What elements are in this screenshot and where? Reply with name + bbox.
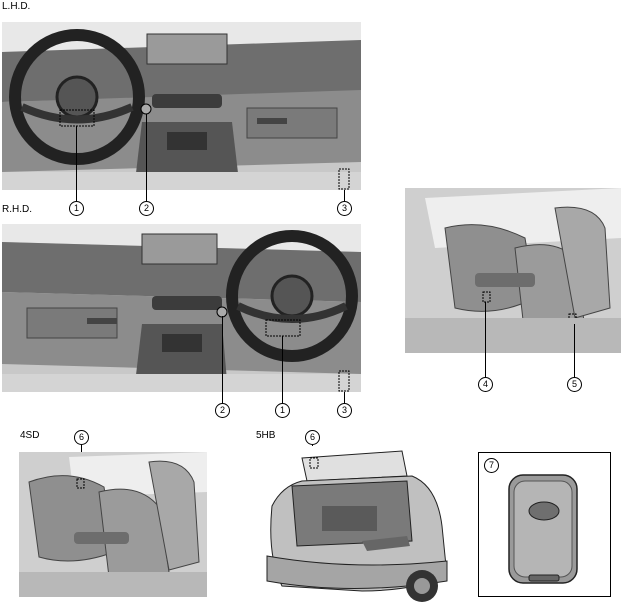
- key-box: 7: [478, 452, 611, 597]
- lhd-dashboard-illustration: [2, 22, 361, 190]
- lhd-leader-2: [146, 114, 147, 201]
- lhd-callout-1: 1: [69, 201, 84, 216]
- rhd-leader-3: [344, 392, 345, 403]
- rhd-label: R.H.D.: [2, 204, 32, 215]
- rear-seat-illustration: [405, 188, 621, 353]
- hatchback-trunk-illustration: [262, 446, 450, 606]
- rhd-leader-1: [282, 336, 283, 403]
- lhd-callout-2: 2: [139, 201, 154, 216]
- smart-key-icon: [508, 474, 578, 584]
- rhd-callout-1: 1: [275, 403, 290, 418]
- rear-callout-4: 4: [478, 377, 493, 392]
- rhd-callout-2: 2: [215, 403, 230, 418]
- rhd-dashboard-illustration: [2, 224, 361, 392]
- rhd-callout-3: 3: [337, 403, 352, 418]
- sd-callout-6: 6: [74, 430, 89, 445]
- sd-label: 4SD: [20, 430, 40, 441]
- lhd-label: L.H.D.: [2, 1, 31, 12]
- lhd-callout-3: 3: [337, 201, 352, 216]
- lhd-leader-1: [76, 126, 77, 201]
- rear-leader-4: [485, 302, 486, 377]
- rear-leader-5: [574, 324, 575, 377]
- key-callout-7: 7: [484, 458, 499, 473]
- rhd-leader-2: [222, 316, 223, 403]
- sedan-rear-seat-illustration: [19, 452, 207, 597]
- hb-callout-6: 6: [305, 430, 320, 445]
- lhd-leader-3: [344, 190, 345, 201]
- hb-label: 5HB: [256, 430, 276, 441]
- rear-callout-5: 5: [567, 377, 582, 392]
